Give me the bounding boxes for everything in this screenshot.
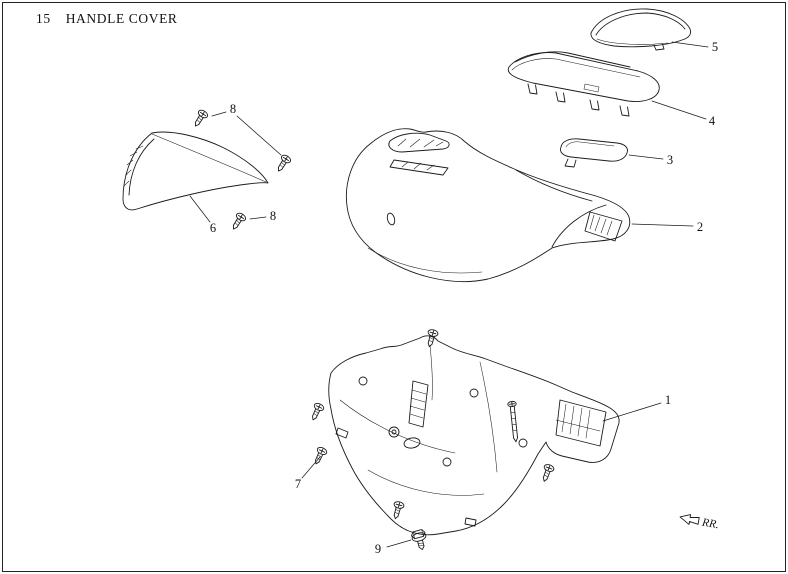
figure-title: 15 HANDLE COVER bbox=[36, 11, 178, 27]
part-label-8: 8 bbox=[229, 101, 237, 116]
part-3-cover-plate-drawing bbox=[560, 138, 628, 168]
part-label-2: 2 bbox=[696, 219, 704, 234]
rr-direction-label: RR. bbox=[701, 516, 720, 532]
part-label-7: 7 bbox=[294, 476, 302, 491]
part-label-1: 1 bbox=[664, 392, 672, 407]
part-label-3: 3 bbox=[666, 152, 674, 167]
leader-lines bbox=[189, 41, 709, 548]
part-2-upper-handle-cover-drawing bbox=[345, 128, 631, 282]
part-6-windshield-panel-drawing bbox=[122, 131, 269, 211]
part-9-bolt-drawing bbox=[411, 529, 427, 551]
part-label-4: 4 bbox=[708, 113, 716, 128]
part-8-screw-drawing bbox=[228, 211, 248, 233]
part-8-screw-drawing bbox=[190, 108, 210, 130]
part-4-meter-bracket-drawing bbox=[507, 51, 660, 117]
figure-number: 15 bbox=[36, 11, 51, 26]
part-label-5: 5 bbox=[711, 39, 719, 54]
part-7-screw-drawing bbox=[311, 445, 329, 467]
part-label-9: 9 bbox=[374, 541, 382, 556]
rr-direction-arrow-icon bbox=[679, 514, 700, 525]
page-title: HANDLE COVER bbox=[65, 11, 178, 26]
part-8-screw-drawing bbox=[273, 153, 293, 175]
part-label-6: 6 bbox=[209, 220, 217, 235]
part-5-meter-cover-drawing bbox=[590, 8, 692, 51]
part-label-8b: 8 bbox=[269, 208, 277, 223]
part-1-lower-handle-cover-drawing bbox=[308, 328, 620, 536]
